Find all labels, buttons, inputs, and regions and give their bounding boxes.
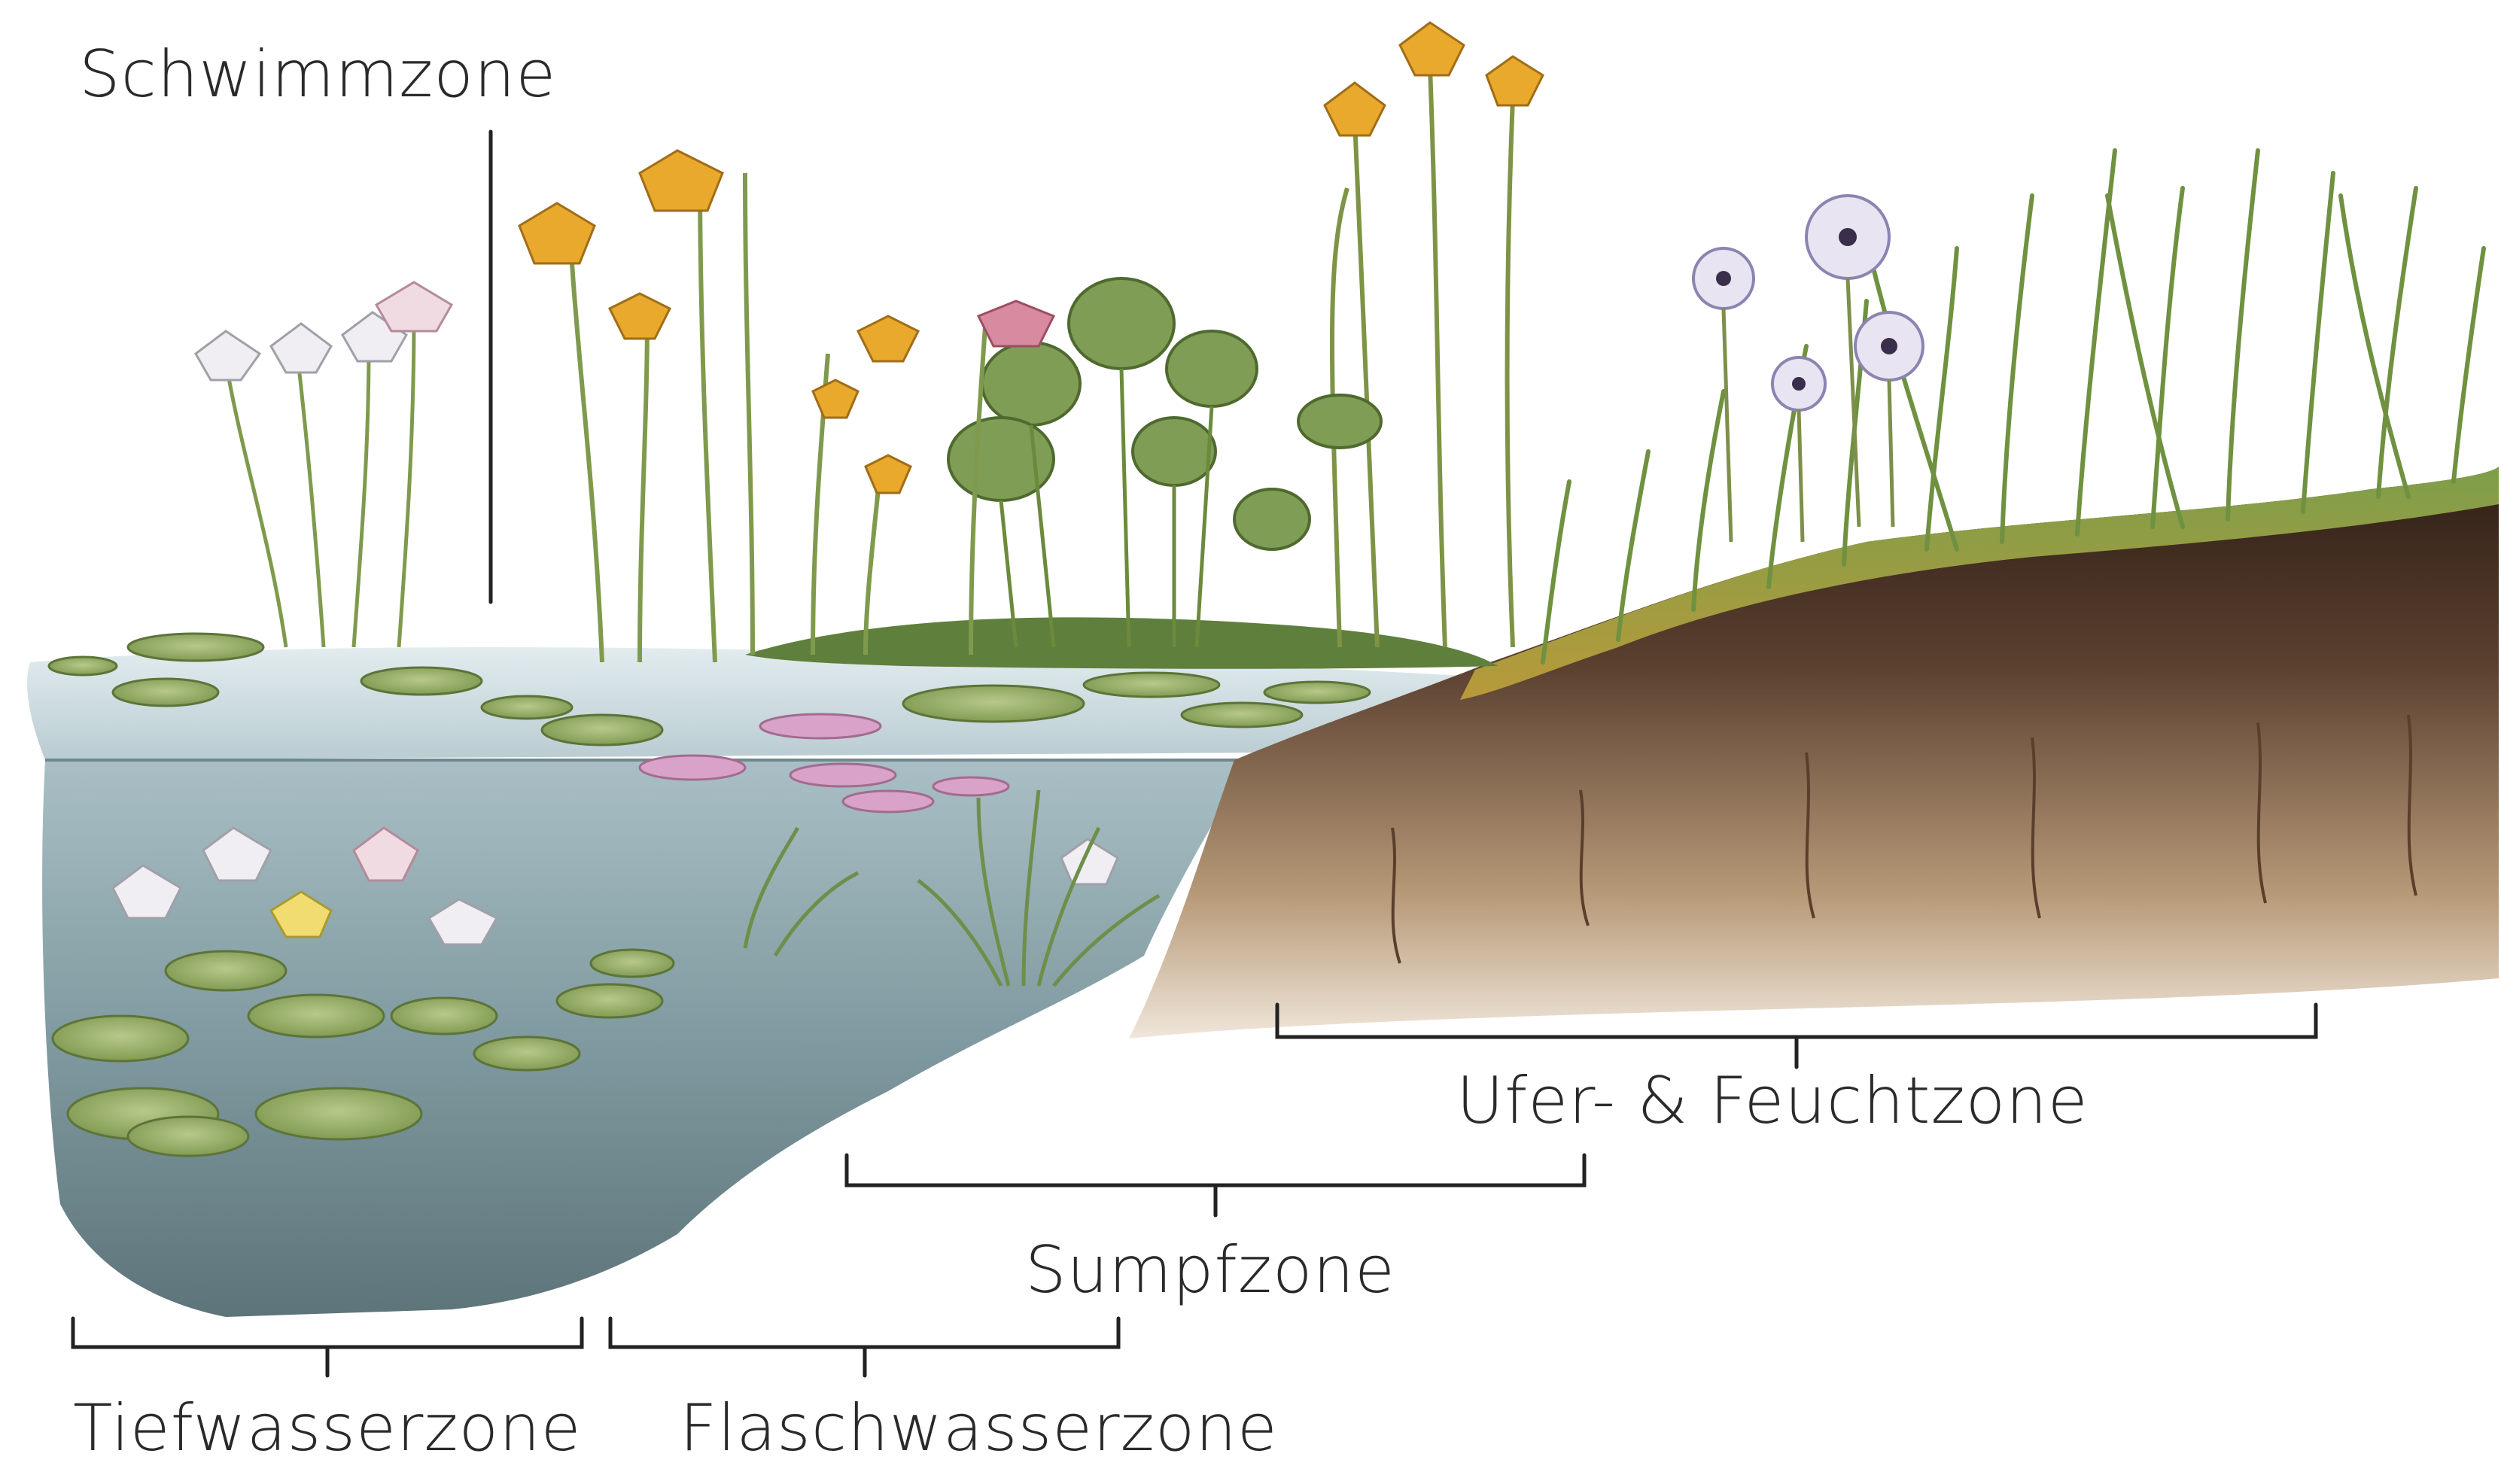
underwater-plants (743, 789, 1161, 987)
soil-body (1129, 467, 2499, 1038)
shallow-yellow-heads (518, 149, 920, 494)
label-sumpfzone: Sumpfzone (1025, 1233, 1395, 1308)
deep-water-lilies (51, 826, 1119, 1157)
yellow-flower-heads (1323, 21, 1544, 137)
shallow-reeds (570, 172, 988, 663)
surface-lily-pads (47, 632, 1371, 747)
soil-roots (1391, 714, 2417, 964)
deep-water-body (42, 760, 1250, 1317)
soil-bank (745, 467, 2499, 1038)
marsh-yellow-flowers (1323, 21, 1544, 648)
flachwasser-bracket (608, 1316, 1121, 1378)
tiefwasser-bracket (71, 1316, 584, 1378)
zone-brackets (71, 129, 2318, 1378)
ufer-bracket (1275, 1002, 2318, 1069)
label-flachwasserzone: Flaschwasserzone (680, 1391, 1278, 1466)
marsh-mound (745, 617, 1498, 669)
label-schwimmzone: Schwimmzone (79, 37, 557, 112)
sumpf-bracket (844, 1153, 1587, 1218)
bank-flowers (1692, 194, 1924, 543)
label-ufer-feuchtzone: Ufer- & Feuchtzone (1456, 1063, 2089, 1139)
pink-surface-pads (638, 713, 1010, 813)
surface-white-flowers (194, 281, 454, 648)
marsh-stems (999, 368, 1214, 648)
grass-bank (1460, 467, 2499, 700)
pink-marsh-flower (976, 300, 1056, 348)
label-tiefwasserzone: Tiefwasserzone (73, 1391, 582, 1466)
